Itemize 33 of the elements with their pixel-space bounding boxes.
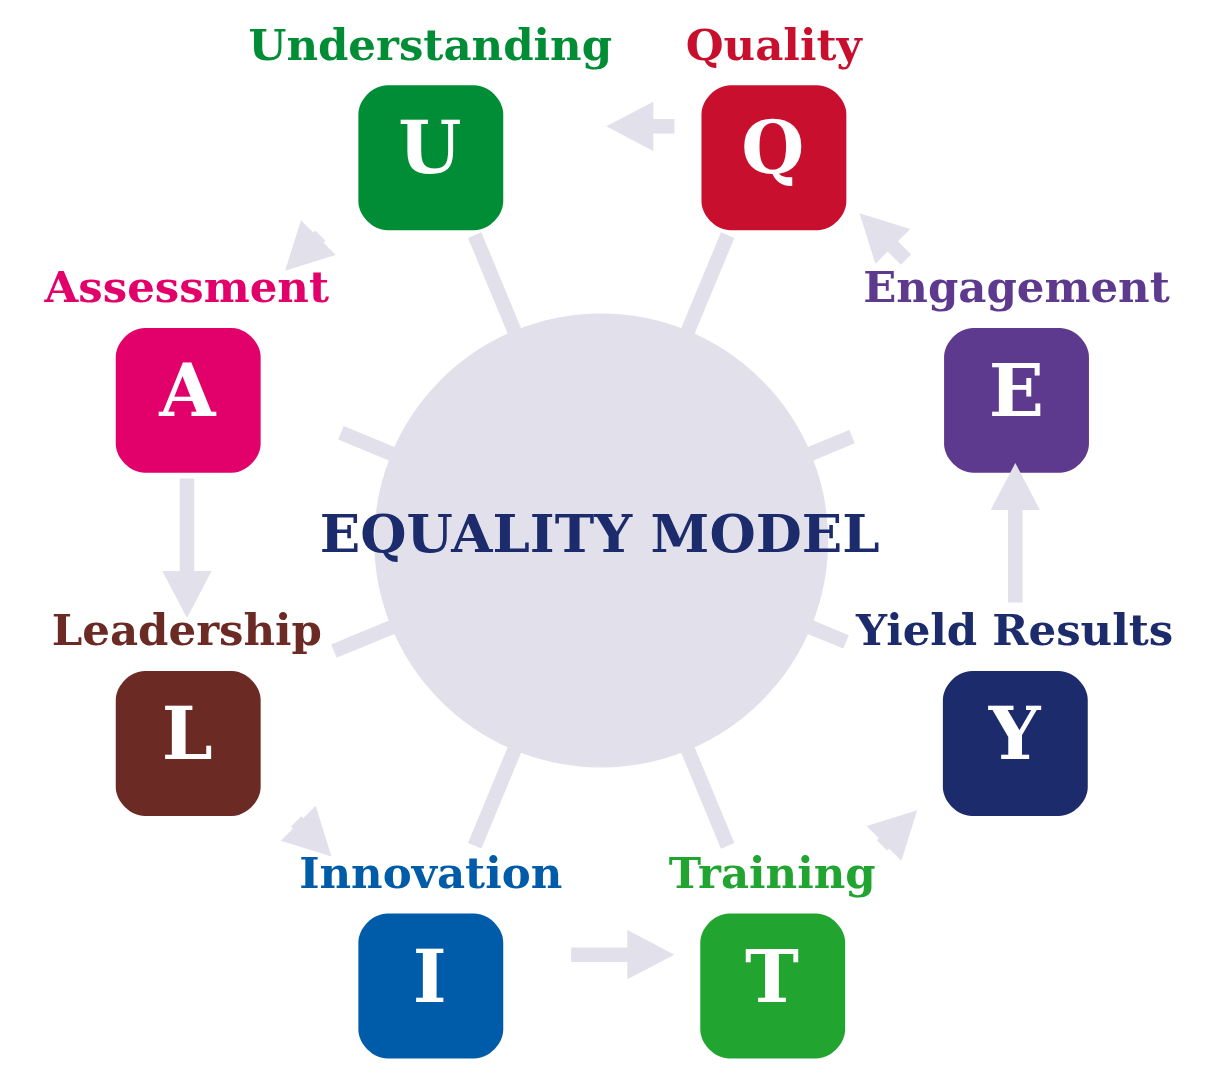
node-label: Leadership [51,604,322,656]
connector [680,232,734,335]
connector [680,746,734,849]
node-label: Yield Results [855,604,1173,656]
arrow [605,101,674,151]
arrow [284,220,336,271]
node-box: E [943,327,1089,473]
node-label: Quality [685,18,862,70]
node-label: Innovation [298,847,562,899]
node-label: Assessment [44,261,329,313]
node-box: I [357,913,503,1059]
arrow [570,930,674,980]
connector [806,429,855,461]
node-label: EQUALITY MODEL [319,501,880,565]
connector [337,426,395,461]
node-box: T [699,913,845,1059]
connector [467,746,521,849]
connector [330,620,395,658]
node-label: Engagement [862,261,1170,313]
connector [467,232,521,335]
node-label: Understanding [248,18,612,70]
arrow [990,463,1040,603]
node-box: L [115,671,261,816]
arrow [859,213,911,265]
node-box: Y [942,671,1088,816]
arrow [161,478,212,618]
node-box: A [115,327,261,473]
connector [806,620,849,649]
node-box: Q [700,85,846,231]
arrow [866,810,917,861]
arrow [280,805,331,857]
node-box: U [357,85,503,231]
node-label: Training [668,847,876,899]
